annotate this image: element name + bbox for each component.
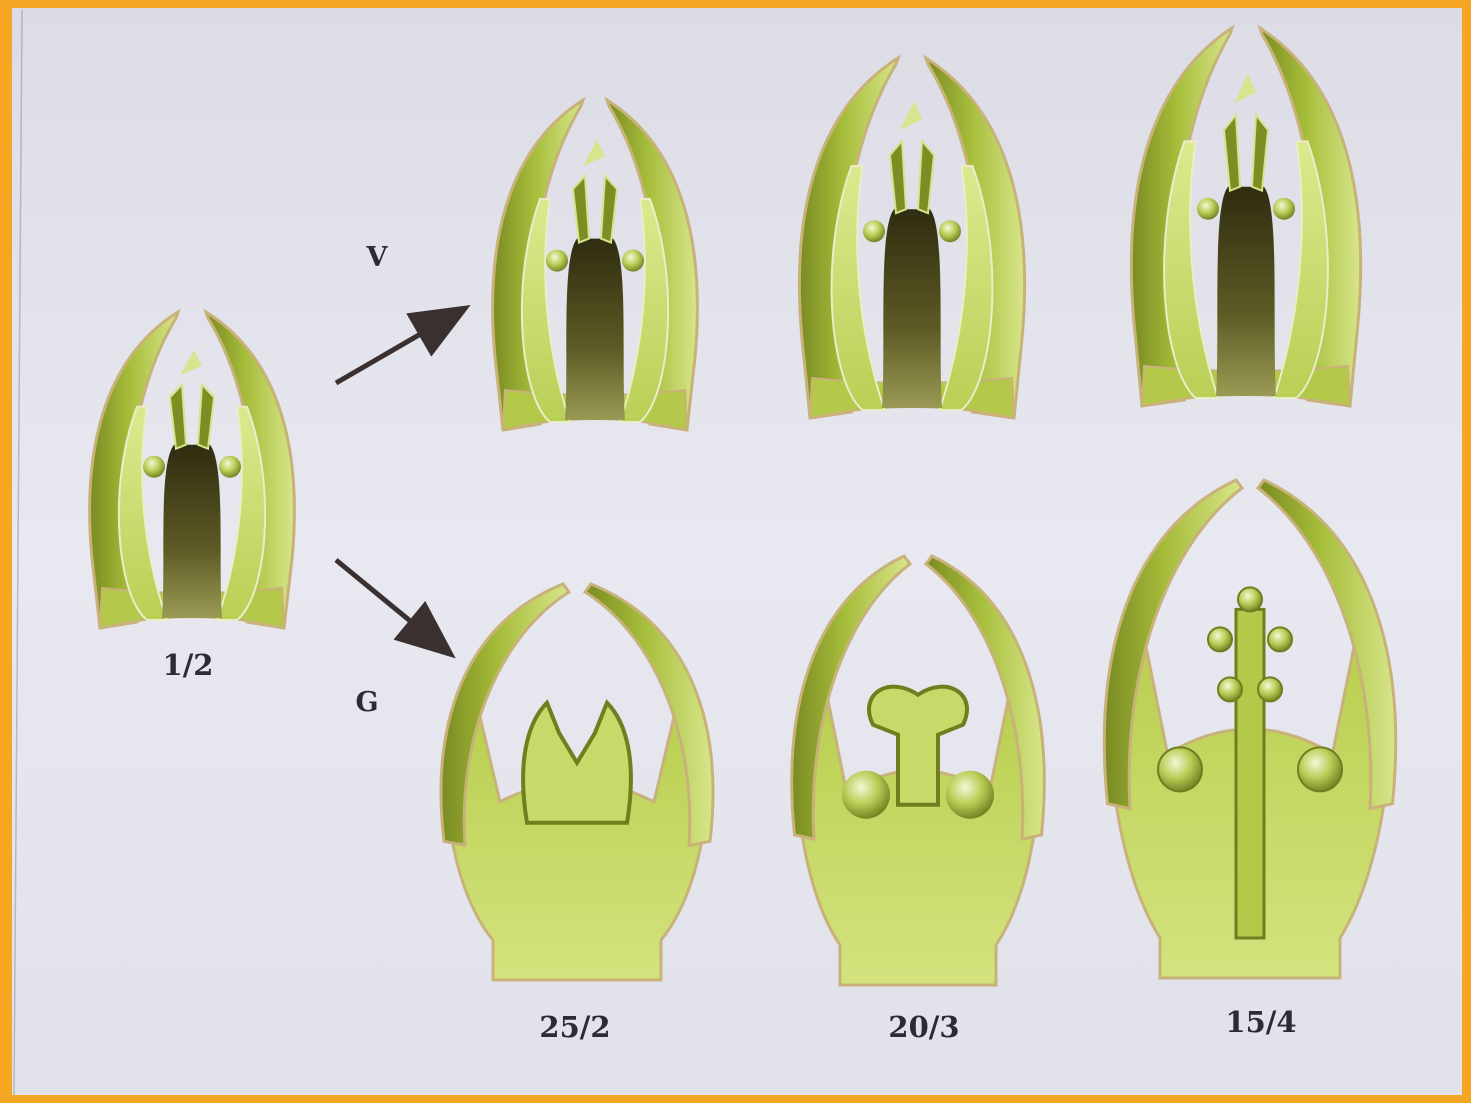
diagram-photo [12, 8, 1462, 1095]
generative-label: G [355, 687, 378, 718]
stage-date-15-4: 15/4 [1225, 1005, 1296, 1039]
stage-date-initial: 1/2 [163, 648, 214, 682]
stage-date-25-2: 25/2 [539, 1010, 610, 1044]
bud-development-diagram [12, 8, 1462, 1095]
stage-date-20-3: 20/3 [888, 1010, 959, 1044]
vegetative-label: V [367, 242, 388, 273]
